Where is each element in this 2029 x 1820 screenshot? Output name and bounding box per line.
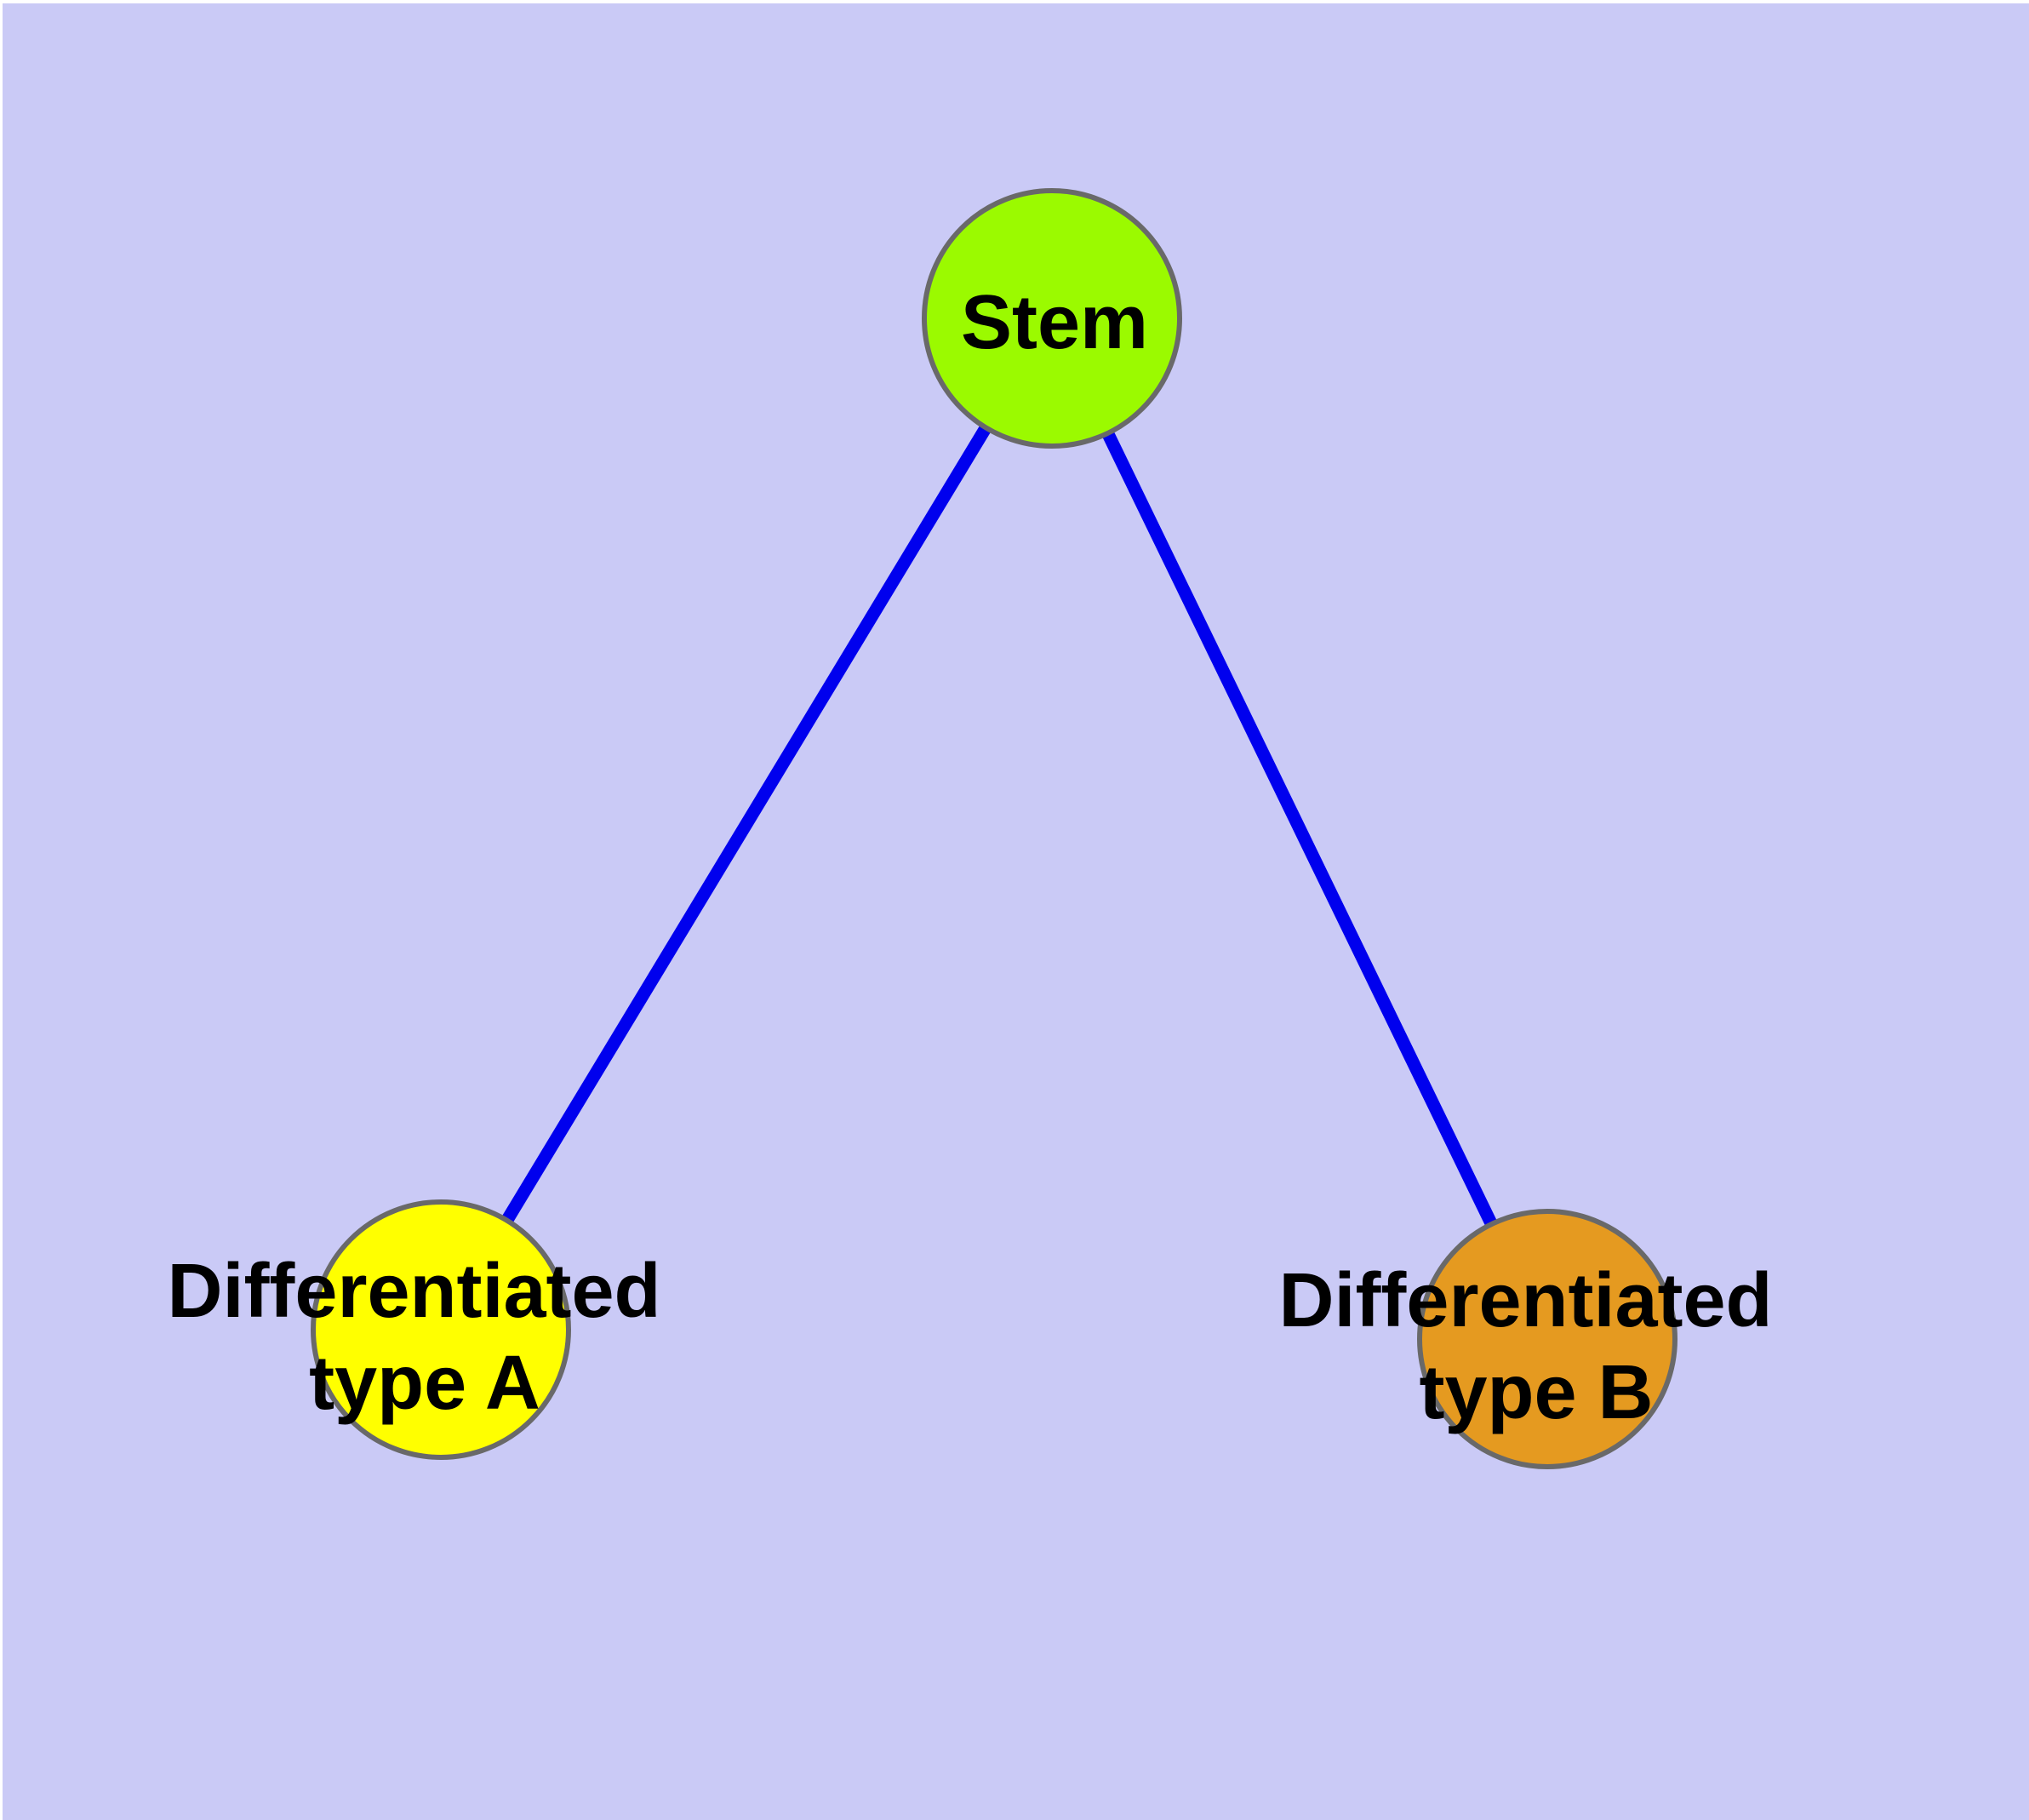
node-type-b-label-line1: Differentiated [1278, 1258, 1772, 1343]
node-type-b-label-line2: type B [1419, 1350, 1653, 1435]
node-differentiated-type-b[interactable] [1417, 1209, 1677, 1469]
node-type-b-label: Differentiated type B [1278, 1258, 1793, 1435]
node-differentiated-type-a[interactable] [311, 1199, 571, 1460]
edge-stem-to-type-b[interactable] [1046, 315, 1553, 1342]
node-type-a-label-line2: type A [309, 1341, 540, 1426]
node-stem-label: Stem [961, 280, 1148, 365]
node-stem[interactable] [922, 188, 1182, 449]
node-type-a-label: Differentiated type A [167, 1249, 682, 1426]
node-type-a-label-line1: Differentiated [167, 1249, 660, 1334]
edge-stem-to-type-a[interactable] [435, 315, 1058, 1333]
